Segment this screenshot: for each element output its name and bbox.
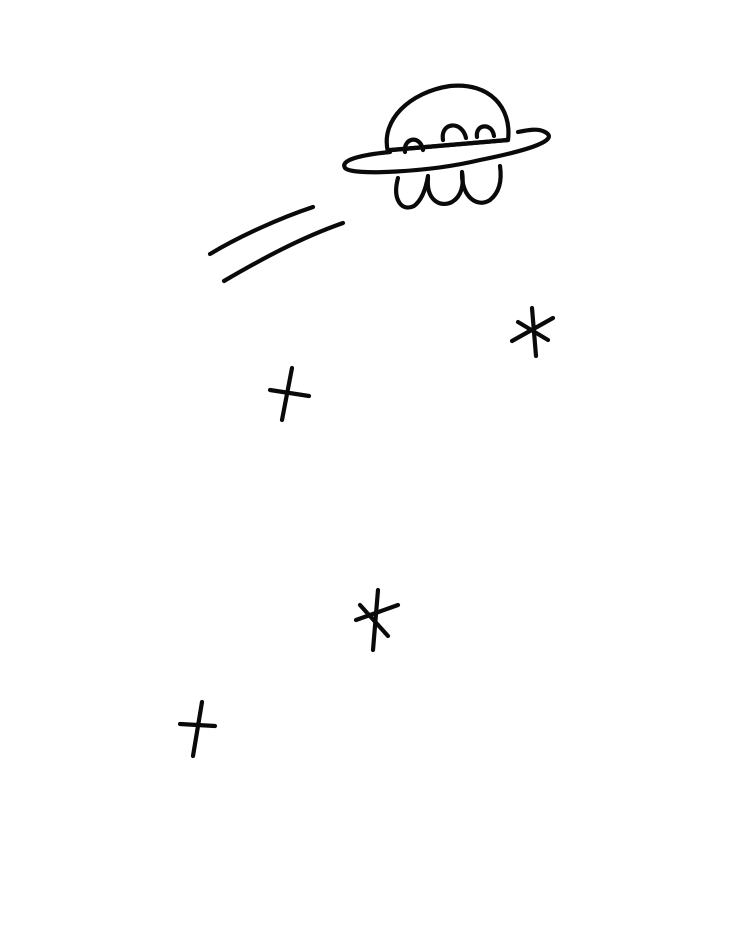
sparkle-cross-icon [267,365,312,423]
sparkle-asterisk-icon [509,305,556,359]
sparkle-cross-icon [177,699,218,759]
sparkle-asterisk-icon [353,587,401,653]
motion-lines [207,204,346,284]
ufo-icon [342,83,551,210]
